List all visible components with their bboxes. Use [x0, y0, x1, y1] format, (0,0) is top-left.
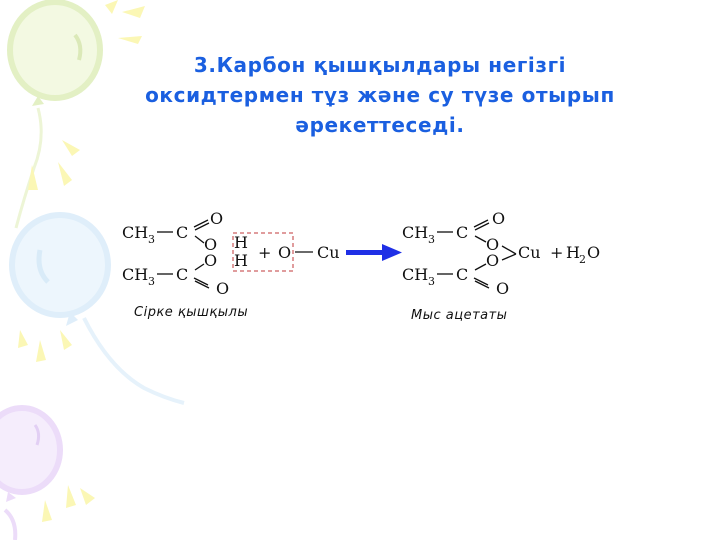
purple-balloon-icon [0, 405, 63, 540]
balloon-decoration [0, 0, 185, 540]
slide-title: 3.Карбон қышқылдары негізгі оксидтермен … [90, 50, 670, 140]
plus-sign: + [258, 243, 271, 262]
svg-text:C: C [456, 265, 468, 284]
svg-text:H: H [566, 243, 580, 262]
hydrogen-atom: H [234, 233, 248, 252]
svg-text:3: 3 [428, 233, 435, 246]
oxygen-atom: O [278, 243, 291, 262]
ch3-group: CH [402, 265, 428, 284]
svg-text:O: O [204, 235, 217, 254]
svg-text:O: O [587, 243, 600, 262]
ch3-group: CH [122, 223, 148, 242]
plus-sign: + [550, 243, 563, 262]
reaction-equation: CH 3 C O O H CH 3 C O O H + O Cu CH 3 C [122, 209, 600, 298]
yellow-rays-icon [18, 0, 145, 522]
title-line-2: оксидтермен тұз және су түзе отырып [145, 83, 615, 107]
blue-balloon-icon [9, 212, 185, 405]
svg-text:O: O [492, 209, 505, 228]
title-line-1: 3.Карбон қышқылдары негізгі [193, 53, 567, 77]
svg-text:3: 3 [148, 275, 155, 288]
svg-text:O: O [216, 279, 229, 298]
product-copper-acetate: CH 3 C O O CH 3 C O O Cu [402, 209, 541, 298]
svg-text:O: O [210, 209, 223, 228]
svg-text:2: 2 [579, 253, 586, 266]
reaction-arrow-icon [346, 244, 402, 261]
reactant-acetic-acid: CH 3 C O O H CH 3 C O O H [122, 209, 248, 298]
ch3-group: CH [122, 265, 148, 284]
svg-text:O: O [486, 235, 499, 254]
copper-atom: Cu [518, 243, 541, 262]
svg-text:C: C [176, 223, 188, 242]
svg-text:O: O [496, 279, 509, 298]
reactant-caption: Сірке қышқылы [134, 305, 249, 320]
title-line-3: әрекеттеседі. [295, 113, 465, 137]
svg-text:C: C [176, 265, 188, 284]
highlight-box [232, 232, 294, 272]
ch3-group: CH [402, 223, 428, 242]
green-balloon-icon [7, 0, 103, 229]
svg-text:O: O [204, 251, 217, 270]
copper-atom: Cu [317, 243, 340, 262]
svg-text:3: 3 [148, 233, 155, 246]
water-molecule: H 2 O [566, 243, 600, 266]
svg-text:3: 3 [428, 275, 435, 288]
hydrogen-atom: H [234, 251, 248, 270]
product-caption: Мыс ацетаты [411, 308, 508, 323]
svg-text:O: O [486, 251, 499, 270]
svg-text:C: C [456, 223, 468, 242]
